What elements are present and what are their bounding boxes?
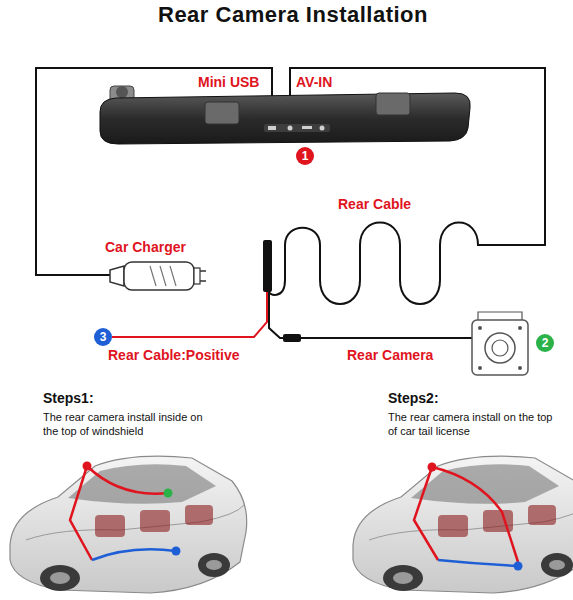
wire-connector <box>283 334 301 342</box>
step-heading: Steps1: <box>43 390 94 406</box>
camera-wire <box>269 292 472 338</box>
cable-label: Rear Cable <box>338 196 411 212</box>
port-label: Mini USB <box>198 74 259 90</box>
positive-wire <box>112 292 267 337</box>
callout-text: 2 <box>542 337 549 349</box>
rear-camera <box>472 312 528 375</box>
cable-junction <box>263 240 272 292</box>
callout-number: 3 <box>94 328 112 346</box>
mirror-monitor <box>100 86 470 144</box>
callout-text: 3 <box>100 331 107 343</box>
wire-label: Rear Cable:Positive <box>108 347 240 363</box>
install-route <box>70 462 181 561</box>
callout-text: 1 <box>302 150 309 162</box>
part-label: Rear Camera <box>347 347 433 363</box>
port-label: AV-IN <box>296 74 332 90</box>
diagram-title: Rear Camera Installation <box>158 2 428 28</box>
step-note: The rear camera install on the top of ca… <box>388 410 558 439</box>
callout-number: 1 <box>296 147 314 165</box>
callout-number: 2 <box>536 334 554 352</box>
install-route <box>414 463 523 571</box>
part-label: Car Charger <box>105 239 186 255</box>
car-charger <box>110 262 206 290</box>
step-note: The rear camera install inside on the to… <box>43 410 218 439</box>
step-heading: Steps2: <box>388 390 439 406</box>
